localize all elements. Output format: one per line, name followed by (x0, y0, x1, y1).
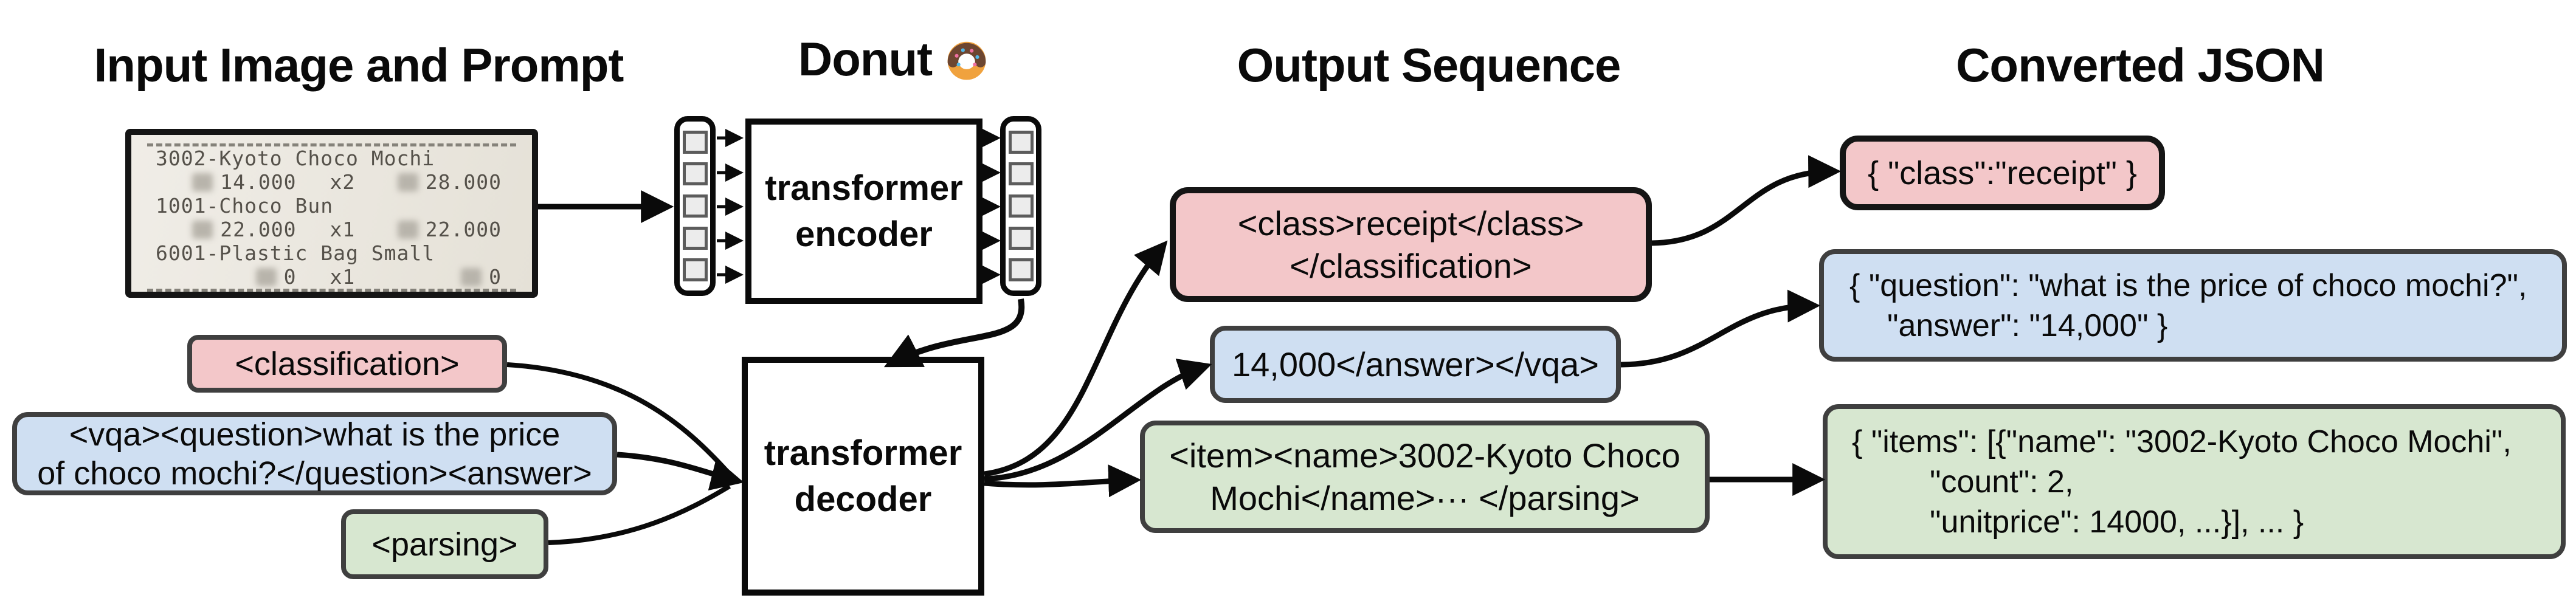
json-vqa-line2: "answer": "14,000" } (1887, 308, 2168, 343)
receipt-amount-2: 22.000 x1 22.000 (131, 218, 532, 241)
prompt-parsing-text: <parsing> (371, 526, 518, 563)
arrow-decoder-to-parsing-output (984, 464, 1142, 498)
encoder-label-line2: encoder (795, 214, 933, 254)
json-vqa-box: { "question": "what is the price of choc… (1819, 249, 2567, 362)
prompt-classification-box: <classification> (187, 335, 507, 393)
decoder-label-line1: transformer (764, 433, 962, 473)
receipt-qty-1: x2 (330, 170, 356, 194)
output-classification-line2: </classification> (1290, 246, 1532, 285)
output-parsing-line2: Mochi</name>··· </parsing> (1210, 478, 1640, 517)
redaction-blob (461, 267, 482, 286)
header-donut-label: Donut (798, 32, 933, 86)
arrow-encoder-to-decoder (883, 298, 1025, 368)
prompt-parsing-box: <parsing> (341, 509, 548, 579)
redaction-blob (192, 173, 213, 191)
output-parsing-line1: <item><name>3002-Kyoto Choco (1169, 436, 1680, 475)
donut-emoji-icon (947, 41, 986, 80)
header-donut: Donut (760, 32, 1027, 87)
json-parsing-box: { "items": [{"name": "3002-Kyoto Choco M… (1823, 404, 2566, 559)
patch-icon (1008, 194, 1034, 218)
prompt-vqa-box: <vqa><question>what is the price of choc… (12, 412, 617, 495)
patch-arrows-left (717, 129, 744, 284)
prompt-classification-text: <classification> (235, 345, 460, 382)
json-classification-box: { "class":"receipt" } (1840, 136, 2165, 210)
patch-icon (682, 162, 708, 186)
prompt-vqa-line1: <vqa><question>what is the price (69, 416, 561, 453)
receipt-total-3: 0 (489, 265, 502, 289)
header-converted-json: Converted JSON (1956, 38, 2325, 92)
output-patch-embeddings (1000, 116, 1041, 296)
receipt-price-3: 0 (283, 265, 297, 289)
redaction-blob (255, 267, 277, 286)
header-output-sequence: Output Sequence (1237, 38, 1621, 92)
arrow-classification-output-to-json (1651, 155, 1842, 246)
json-parsing-line3: "unitprice": 14000, ...}], ... } (1930, 504, 2304, 540)
receipt-total-1: 28.000 (425, 170, 502, 194)
json-parsing-line2: "count": 2, (1930, 464, 2074, 500)
redaction-blob (192, 220, 213, 239)
receipt-qty-3: x1 (330, 265, 356, 289)
arrow-vqa-prompt-to-decoder (616, 452, 744, 491)
prompt-vqa-line2: of choco mochi?</question><answer> (37, 455, 592, 492)
receipt-divider-top (147, 143, 516, 146)
receipt-item-3: 6001-Plastic Bag Small (156, 241, 435, 265)
json-parsing-line1: { "items": [{"name": "3002-Kyoto Choco M… (1852, 424, 2512, 459)
patch-icon (682, 130, 708, 154)
output-vqa-text: 14,000</answer></vqa> (1231, 345, 1600, 383)
transformer-decoder-block: transformer decoder (742, 357, 984, 596)
receipt-item-2: 1001-Choco Bun (156, 194, 334, 218)
decoder-label-line2: decoder (794, 479, 932, 519)
patch-icon (1008, 130, 1034, 154)
patch-arrows-right (982, 129, 1001, 284)
patch-icon (682, 194, 708, 218)
receipt-amount-3: 0 x1 0 (131, 265, 532, 289)
json-classification-text: { "class":"receipt" } (1868, 154, 2137, 191)
output-classification-line1: <class>receipt</class> (1237, 204, 1584, 242)
json-vqa-line1: { "question": "what is the price of choc… (1849, 267, 2527, 303)
receipt-divider-bottom (147, 289, 516, 292)
arrow-vqa-output-to-json (1620, 289, 1821, 368)
receipt-item-1: 3002-Kyoto Choco Mochi (156, 146, 435, 170)
patch-icon (1008, 258, 1034, 282)
patch-icon (1008, 162, 1034, 186)
receipt-image: 3002-Kyoto Choco Mochi 14.000 x2 28.000 … (125, 129, 538, 298)
receipt-price-1: 14.000 (220, 170, 297, 194)
patch-icon (682, 258, 708, 282)
encoder-label-line1: transformer (765, 168, 963, 208)
input-patch-embeddings (674, 116, 716, 296)
output-classification-box: <class>receipt</class> </classification> (1170, 187, 1652, 302)
receipt-total-2: 22.000 (425, 218, 502, 241)
redaction-blob (397, 173, 418, 191)
redaction-blob (397, 220, 418, 239)
output-parsing-box: <item><name>3002-Kyoto Choco Mochi</name… (1140, 421, 1710, 533)
transformer-encoder-block: transformer encoder (745, 119, 982, 304)
patch-icon (1008, 226, 1034, 250)
receipt-qty-2: x1 (330, 218, 356, 241)
receipt-amount-1: 14.000 x2 28.000 (131, 170, 532, 194)
receipt-price-2: 22.000 (220, 218, 297, 241)
header-input-image-and-prompt: Input Image and Prompt (94, 38, 624, 92)
patch-icon (682, 226, 708, 250)
output-vqa-box: 14,000</answer></vqa> (1210, 326, 1621, 403)
